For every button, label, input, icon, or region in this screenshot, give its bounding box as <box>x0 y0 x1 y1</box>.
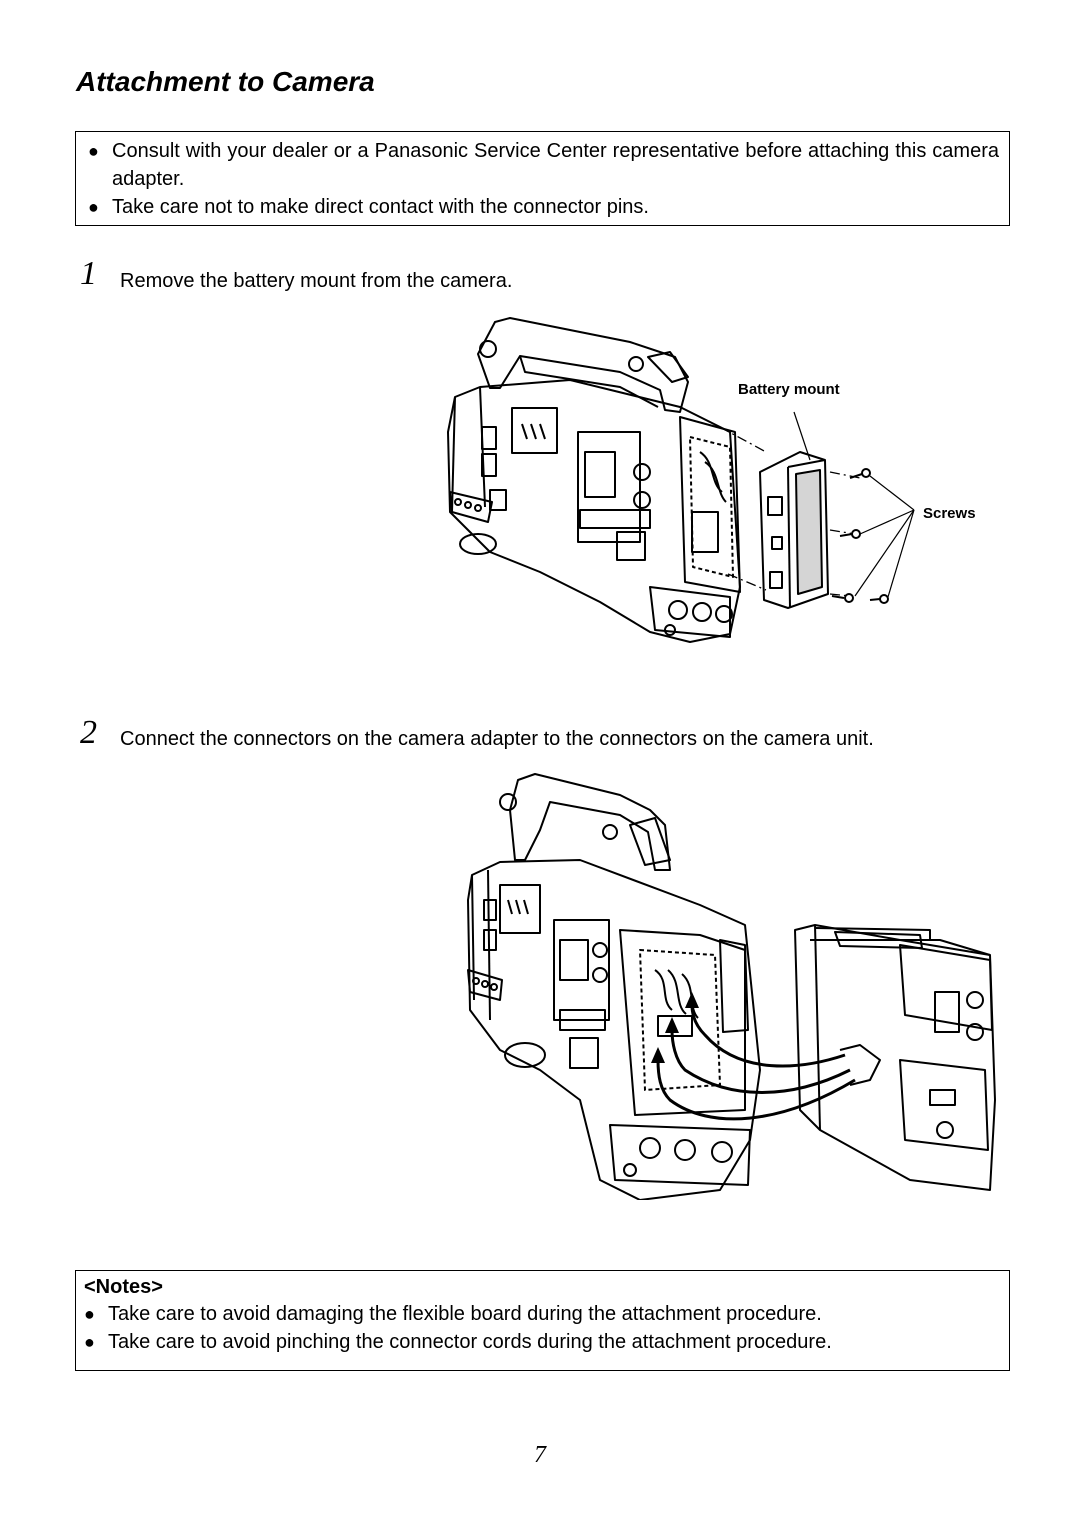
caution-text: Consult with your dealer or a Panasonic … <box>112 140 999 190</box>
screws-label: Screws <box>923 505 976 522</box>
note-item: ● Take care to avoid damaging the flexib… <box>84 1300 999 1328</box>
caution-item: ● Consult with your dealer or a Panasoni… <box>88 137 999 193</box>
note-item: ● Take care to avoid pinching the connec… <box>84 1328 999 1356</box>
battery-mount-label: Battery mount <box>738 381 840 398</box>
leader-lines <box>793 411 915 598</box>
bullet-icon: ● <box>88 141 99 161</box>
cable-arrow-icon <box>656 1004 856 1121</box>
note-text: Take care to avoid pinching the connecto… <box>108 1331 832 1353</box>
note-text: Take care to avoid damaging the flexible… <box>108 1303 822 1325</box>
step-text: Remove the battery mount from the camera… <box>120 270 513 292</box>
step-number: 2 <box>80 714 97 751</box>
camera-adapter-illustration <box>794 924 996 1191</box>
camera-illustration <box>467 773 761 1200</box>
page-title: Attachment to Camera <box>76 66 375 97</box>
bullet-icon: ● <box>88 197 99 217</box>
notes-box: <Notes> ● Take care to avoid damaging th… <box>75 1270 1010 1371</box>
caution-box: ● Consult with your dealer or a Panasoni… <box>75 131 1010 226</box>
battery-mount-illustration <box>759 451 829 609</box>
notes-heading: <Notes> <box>84 1276 163 1298</box>
arrowheads <box>651 992 699 1063</box>
page-number: 7 <box>534 1442 546 1468</box>
caution-item: ● Take care not to make direct contact w… <box>88 193 999 221</box>
bullet-icon: ● <box>84 1304 95 1324</box>
step-text: Connect the connectors on the camera ada… <box>120 728 874 750</box>
figure-remove-battery-mount: Battery mount Screws <box>447 317 976 643</box>
caution-text: Take care not to make direct contact wit… <box>112 196 649 218</box>
camera-illustration <box>447 317 741 643</box>
step-number: 1 <box>80 255 97 292</box>
figure-connect-adapter <box>467 773 996 1200</box>
screw-icon <box>831 468 889 604</box>
bullet-icon: ● <box>84 1332 95 1352</box>
